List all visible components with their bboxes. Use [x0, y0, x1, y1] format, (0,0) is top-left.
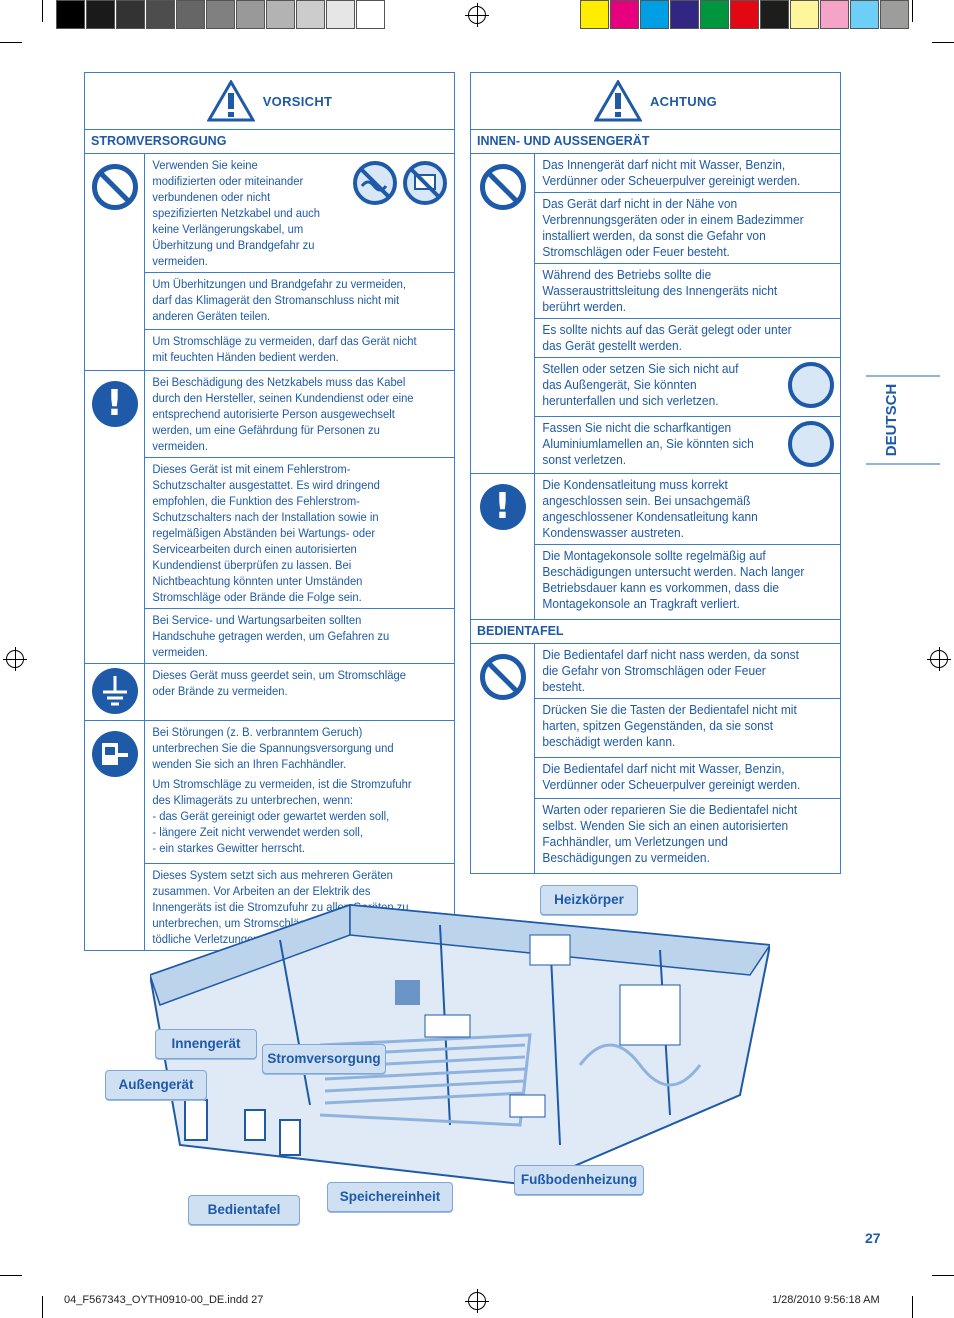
warning-triangle-icon [206, 80, 255, 122]
color-swatch [790, 0, 819, 29]
no-modified-cable-icon [352, 161, 397, 205]
caution-text: Bei Service- und Wartungsarbeiten sollte… [152, 613, 390, 659]
prohibition-icon [91, 164, 138, 210]
no-touching-fins-icon [788, 421, 834, 467]
no-extension-cord-icon [403, 161, 447, 205]
process-color-bar [580, 0, 910, 30]
color-swatch [56, 0, 85, 29]
registration-mark [465, 3, 489, 27]
footer-file: 04_F567343_OYTH0910-00_DE.indd 27 [64, 1294, 264, 1306]
registration-mark [465, 1289, 489, 1313]
language-tab-label: DEUTSCH [883, 384, 900, 457]
gray-color-bar [56, 0, 386, 30]
color-swatch [730, 0, 759, 29]
caution-table: VORSICHT STROMVERSORGUNG Verwenden Sie k… [84, 72, 455, 951]
color-swatch [820, 0, 849, 29]
color-swatch [880, 0, 909, 29]
house-illustration [150, 903, 770, 1185]
crop-mark [932, 1275, 954, 1276]
section-title: STROMVERSORGUNG [84, 129, 455, 154]
caution-text: Um Überhitzungen und Brandgefahr zu verm… [152, 277, 407, 323]
callout-heizkoerper: Heizkörper [540, 885, 638, 915]
color-swatch [266, 0, 295, 29]
section-title: INNEN- UND AUSSENGERÄT [470, 129, 841, 154]
warning-text: Während des Betriebs sollte die Wasserau… [542, 267, 778, 314]
warning-text: Das Gerät darf nicht in der Nähe von Ver… [542, 196, 804, 259]
color-swatch [146, 0, 175, 29]
color-swatch [296, 0, 325, 29]
color-swatch [670, 0, 699, 29]
warning-text: Warten oder reparieren Sie die Bedientaf… [542, 802, 798, 865]
warning-text: Die Bedientafel darf nicht mit Wasser, B… [542, 761, 801, 792]
crop-mark [42, 0, 43, 22]
color-swatch [176, 0, 205, 29]
footer-date: 1/28/2010 9:56:18 AM [772, 1294, 880, 1306]
mandatory-action-icon: ! [479, 484, 526, 530]
mandatory-action-icon: ! [91, 381, 138, 427]
color-swatch [760, 0, 789, 29]
svg-text:DEUTSCH: DEUTSCH [883, 384, 900, 457]
language-tab [866, 375, 940, 465]
crop-mark [912, 0, 913, 22]
color-swatch [580, 0, 609, 29]
warning-header: ACHTUNG [470, 72, 841, 130]
caution-list-item: - längere Zeit nicht verwendet werden so… [152, 825, 364, 839]
caution-text: Verwenden Sie keine modifizierten oder m… [152, 158, 321, 268]
warning-text: Die Montagekonsole sollte regelmäßig auf… [542, 548, 805, 611]
warning-text: Es sollte nichts auf das Gerät gelegt od… [542, 322, 792, 353]
warning-text: Fassen Sie nicht die scharfkantigen Alum… [542, 420, 754, 467]
caution-text: Um Stromschläge zu vermeiden, ist die St… [152, 777, 412, 807]
caution-text: Bei Störungen (z. B. verbranntem Geruch)… [152, 725, 394, 771]
no-stepping-on-unit-icon [788, 362, 834, 408]
caution-text: Bei Beschädigung des Netzkabels muss das… [152, 375, 414, 453]
crop-mark [42, 1296, 43, 1318]
color-swatch [640, 0, 669, 29]
color-swatch [326, 0, 355, 29]
callout-fussbodenheizung: Fußbodenheizung [514, 1165, 644, 1195]
color-swatch [236, 0, 265, 29]
color-swatch [356, 0, 385, 29]
prohibition-icon [479, 164, 526, 210]
callout-innengeraet: Innengerät [155, 1029, 257, 1059]
color-swatch [700, 0, 729, 29]
crop-mark [0, 1275, 22, 1276]
registration-mark [3, 647, 27, 671]
callout-aussengeraet: Außengerät [105, 1070, 207, 1100]
section-title: BEDIENTAFEL [470, 619, 841, 644]
warning-table: ACHTUNG INNEN- UND AUSSENGERÄT Das Innen… [470, 72, 841, 874]
color-swatch [86, 0, 115, 29]
color-swatch [116, 0, 145, 29]
warning-text: Die Bedientafel darf nicht nass werden, … [542, 647, 799, 694]
callout-bedientafel: Bedientafel [188, 1195, 300, 1225]
caution-header: VORSICHT [84, 72, 455, 130]
warning-text: Drücken Sie die Tasten der Bedientafel n… [542, 702, 797, 749]
crop-mark [0, 42, 22, 43]
disconnect-power-icon [91, 731, 138, 777]
warning-title: ACHTUNG [649, 93, 718, 109]
caution-title: VORSICHT [262, 93, 333, 109]
caution-list-item: - das Gerät gereinigt oder gewartet werd… [152, 809, 390, 823]
ground-icon [91, 668, 138, 714]
caution-text: Dieses Gerät muss geerdet sein, um Strom… [152, 668, 407, 698]
crop-mark [932, 42, 954, 43]
color-swatch [850, 0, 879, 29]
warning-text: Die Kondensatleitung muss korrekt angesc… [542, 477, 758, 540]
crop-mark [912, 1296, 913, 1318]
caution-text: Dieses Gerät ist mit einem Fehlerstrom-S… [152, 462, 380, 604]
caution-list-item: - ein starkes Gewitter herrscht. [152, 841, 306, 855]
callout-speichereinheit: Speichereinheit [327, 1182, 453, 1212]
warning-text: Das Innengerät darf nicht mit Wasser, Be… [542, 157, 801, 188]
warning-triangle-icon [593, 80, 642, 122]
color-swatch [206, 0, 235, 29]
caution-text: Um Stromschläge zu vermeiden, darf das G… [152, 334, 417, 364]
warning-text: Stellen oder setzen Sie sich nicht auf d… [542, 361, 739, 408]
page-number: 27 [865, 1230, 881, 1246]
color-swatch [610, 0, 639, 29]
registration-mark [927, 647, 951, 671]
prohibition-icon [479, 654, 526, 700]
callout-stromversorgung: Stromversorgung [262, 1044, 386, 1074]
